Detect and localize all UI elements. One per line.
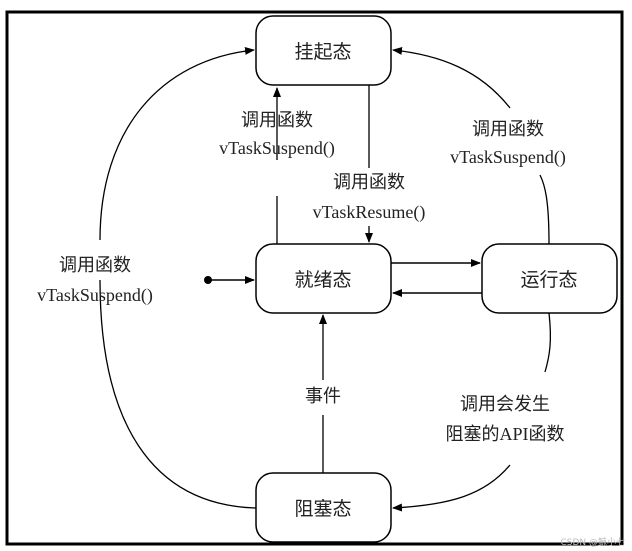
state-running-label: 运行态 — [520, 269, 577, 291]
label-blocked-to-suspended-line1: 调用函数 — [59, 255, 131, 275]
state-ready-label: 就绪态 — [294, 269, 351, 291]
state-ready: 就绪态 — [255, 243, 392, 314]
state-blocked: 阻塞态 — [255, 472, 392, 543]
arrow-running-to-suspended-lower — [539, 174, 550, 245]
label-suspended-to-ready-line1: 调用函数 — [333, 172, 405, 192]
state-suspended: 挂起态 — [255, 15, 392, 86]
label-ready-to-suspended-line1: 调用函数 — [241, 110, 313, 130]
state-suspended-label: 挂起态 — [294, 41, 351, 63]
label-running-to-blocked-line1: 调用会发生 — [460, 394, 550, 414]
arrow-running-to-blocked-lower — [392, 464, 511, 512]
label-running-to-blocked-line2: 阻塞的API函数 — [445, 424, 564, 444]
state-blocked-label: 阻塞态 — [294, 498, 351, 520]
label-ready-to-suspended-line2: vTaskSuspend() — [219, 138, 335, 159]
label-suspended-to-ready-line2: vTaskResume() — [313, 202, 426, 223]
watermark: CSDN @鲸小七 — [560, 536, 625, 548]
frame-border — [5, 10, 624, 546]
state-running: 运行态 — [481, 243, 618, 314]
label-blocked-to-suspended-line2: vTaskSuspend() — [37, 285, 153, 306]
label-running-to-suspended-line2: vTaskSuspend() — [450, 147, 566, 168]
arrow-running-to-suspended-upper — [392, 46, 511, 109]
arrow-running-to-blocked-upper — [544, 312, 552, 373]
arrow-blocked-to-suspended-lower — [99, 279, 257, 509]
label-running-to-suspended-line1: 调用函数 — [472, 119, 544, 139]
label-blocked-to-ready: 事件 — [305, 386, 341, 406]
arrow-blocked-to-suspended-upper — [99, 46, 255, 241]
